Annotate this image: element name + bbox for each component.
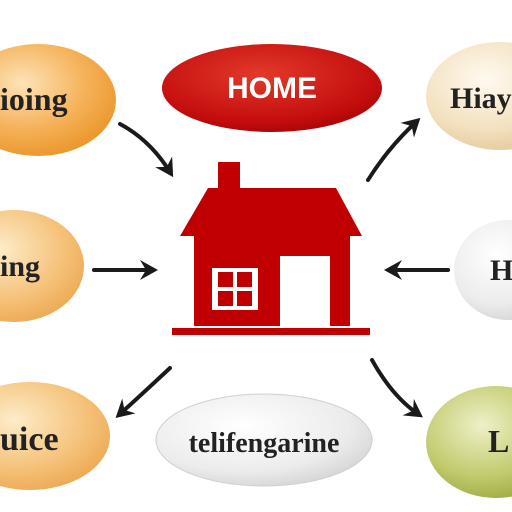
node-left-middle-label: ing bbox=[0, 250, 40, 283]
node-left-bottom-ellipse bbox=[0, 382, 110, 490]
node-left-bottom: uice bbox=[0, 382, 110, 490]
house-icon bbox=[172, 162, 370, 335]
house-base bbox=[172, 328, 370, 335]
house-window-pane bbox=[237, 272, 252, 287]
house-window-pane bbox=[218, 272, 233, 287]
node-right-bottom: L bbox=[426, 386, 512, 498]
node-bottom-center-label: telifengarine bbox=[189, 428, 340, 459]
node-right-bottom-ellipse bbox=[426, 386, 512, 498]
house-roof bbox=[180, 188, 362, 236]
house-window-pane bbox=[218, 291, 233, 306]
title-label: HOME bbox=[227, 72, 317, 105]
node-left-top-ellipse bbox=[0, 44, 116, 156]
node-left-top: ioing bbox=[0, 44, 116, 156]
node-right-top: Hiay bbox=[426, 42, 512, 150]
node-right-top-label: Hiay bbox=[450, 82, 512, 115]
node-right-middle-label: H bbox=[490, 254, 512, 287]
title-node: HOME bbox=[162, 44, 382, 132]
node-left-middle: ing bbox=[0, 210, 84, 322]
node-bottom-center: telifengarine bbox=[155, 393, 373, 487]
house-window-pane bbox=[237, 291, 252, 306]
house-door bbox=[280, 256, 330, 326]
arrow-left-top-to-house bbox=[118, 122, 174, 178]
node-bottom-center-ellipse bbox=[155, 393, 373, 487]
house-chimney bbox=[218, 162, 240, 192]
node-right-middle-ellipse bbox=[454, 220, 512, 320]
node-left-middle-ellipse bbox=[0, 210, 84, 322]
arrows bbox=[92, 117, 450, 419]
title-ellipse bbox=[162, 44, 382, 132]
node-right-bottom-label: L bbox=[488, 423, 509, 459]
node-right-top-ellipse bbox=[426, 42, 512, 150]
node-left-bottom-label: uice bbox=[0, 421, 59, 458]
arrow-house-to-right-bottom bbox=[370, 358, 423, 418]
node-left-top-label: ioing bbox=[0, 81, 68, 117]
arrow-house-to-left-bottom bbox=[115, 366, 172, 419]
node-right-middle: H bbox=[454, 220, 512, 320]
arrow-house-to-right-top bbox=[366, 117, 421, 182]
